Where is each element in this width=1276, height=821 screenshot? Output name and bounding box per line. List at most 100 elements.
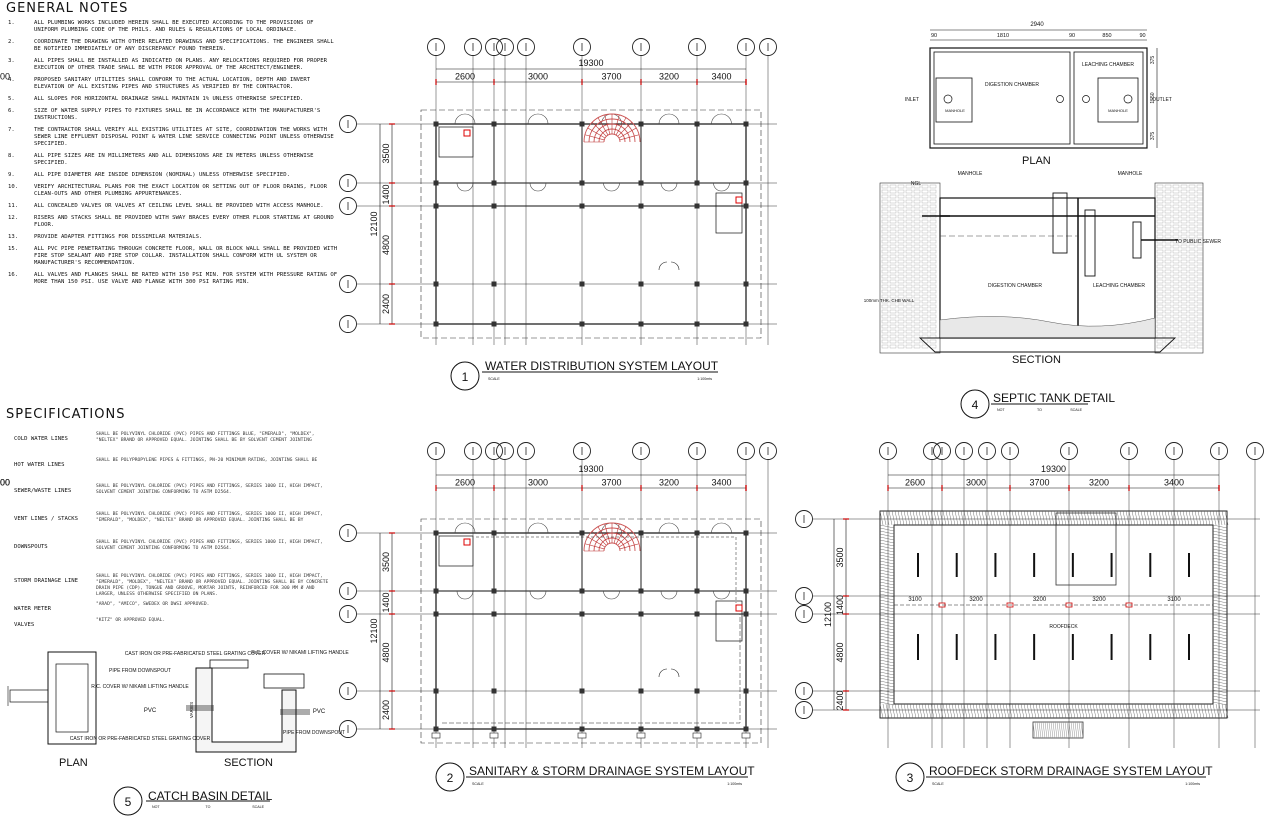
- septic-side-dim: 375: [1150, 132, 1156, 141]
- grating-cover: [209, 659, 249, 669]
- soil-hatch: [1156, 319, 1164, 324]
- column-grid-bubble: [517, 38, 535, 56]
- row-grid-bubble: [339, 275, 357, 293]
- hatch-line: [1046, 721, 1050, 739]
- hatch-line: [1005, 510, 1010, 526]
- soil-hatch: [1164, 244, 1172, 249]
- leaching-section-label: LEACHING CHAMBER: [1093, 283, 1145, 289]
- hatch-line: [1212, 563, 1228, 568]
- column-grid-bubble: [573, 442, 591, 460]
- hatch-line: [1212, 677, 1228, 682]
- hatch-line: [1002, 703, 1007, 719]
- soil-hatch: [905, 204, 913, 209]
- soil-hatch: [905, 269, 913, 274]
- hatch-line: [879, 611, 895, 616]
- hatch-line: [1029, 510, 1034, 526]
- pipe-from-label: PIPE FROM DOWNSPOUT: [109, 668, 171, 674]
- soil-hatch: [929, 194, 937, 199]
- column-grid-bubble: [573, 38, 591, 56]
- hatch-line: [879, 623, 895, 628]
- hatch-line: [972, 510, 977, 526]
- drawing-number: 4: [972, 398, 979, 412]
- general-note-item: 8.ALL PIPE SIZES ARE IN MILLIMETERS AND …: [8, 153, 338, 167]
- column: [638, 611, 644, 617]
- hatch-line: [879, 692, 895, 697]
- hatch-line: [1011, 510, 1016, 526]
- soil-hatch: [1188, 234, 1196, 239]
- row-grid-bubble: [795, 587, 813, 605]
- hatch-line: [1212, 680, 1228, 685]
- hatch-line: [879, 548, 895, 553]
- bay-dim: 2600: [905, 478, 925, 488]
- soil-hatch: [1196, 219, 1204, 224]
- soil-hatch: [897, 239, 905, 244]
- general-notes-title: GENERAL NOTES: [6, 1, 129, 16]
- hatch-line: [903, 510, 908, 526]
- hatch-line: [1023, 510, 1028, 526]
- soil-hatch: [905, 284, 913, 289]
- hatch-line: [1062, 721, 1066, 739]
- door-swing: [529, 182, 547, 192]
- hatch-line: [1128, 703, 1133, 719]
- soil-hatch: [889, 274, 897, 279]
- soil-hatch: [889, 214, 897, 219]
- hatch-line: [1080, 703, 1085, 719]
- hatch-line: [1203, 703, 1208, 719]
- soil-hatch: [1180, 244, 1188, 249]
- column: [638, 203, 644, 209]
- hatch-line: [1194, 703, 1199, 719]
- hatch-line: [1034, 721, 1038, 739]
- hatch-line: [1212, 575, 1228, 580]
- pvc-label-2: PVC: [313, 709, 326, 715]
- hatch-line: [1104, 703, 1109, 719]
- bay-dim: 2600: [455, 72, 475, 82]
- hatch-line: [1197, 510, 1202, 526]
- soil-hatch: [1156, 344, 1164, 349]
- soil-hatch: [1156, 274, 1164, 279]
- soil-hatch: [1172, 269, 1180, 274]
- column-grid-bubble: [759, 38, 777, 56]
- hatch-line: [879, 551, 895, 556]
- hatch-line: [1212, 653, 1228, 658]
- hatch-line: [1131, 703, 1136, 719]
- soil-hatch: [1180, 279, 1188, 284]
- soil-hatch: [1164, 254, 1172, 259]
- soil-hatch: [897, 319, 905, 324]
- soil-hatch: [1188, 334, 1196, 339]
- spec-key: DOWNSPOUTS: [14, 544, 48, 550]
- soil-hatch: [921, 274, 929, 279]
- column-grid-bubble: [923, 442, 941, 460]
- hatch-line: [1203, 510, 1208, 526]
- soil-hatch: [1196, 329, 1204, 334]
- scale-right: 1:100mts: [697, 377, 712, 381]
- hatch-line: [897, 510, 902, 526]
- soil-hatch: [921, 199, 929, 204]
- note-text: ALL SLOPES FOR HORIZONTAL DRAINAGE SHALL…: [34, 96, 304, 102]
- hatch-line: [1164, 703, 1169, 719]
- hatch-line: [954, 703, 959, 719]
- soil-hatch: [897, 339, 905, 344]
- hatch-line: [1058, 721, 1062, 739]
- hatch-line: [939, 703, 944, 719]
- hatch-line: [1070, 721, 1074, 739]
- soil-hatch: [889, 309, 897, 314]
- note-number: 5.: [8, 96, 15, 102]
- soil-hatch: [1156, 249, 1164, 254]
- soil-hatch: [1156, 234, 1164, 239]
- column: [743, 726, 749, 732]
- soil-hatch: [913, 224, 921, 229]
- hatch-line: [1064, 721, 1068, 739]
- note-number: 9.: [8, 172, 15, 178]
- digestion-section-label: DIGESTION CHAMBER: [988, 283, 1042, 289]
- soil-hatch: [913, 289, 921, 294]
- hatch-line: [918, 510, 923, 526]
- soil-hatch: [889, 339, 897, 344]
- soil-hatch: [921, 259, 929, 264]
- inlet-label: INLET: [905, 97, 919, 103]
- soil-hatch: [881, 224, 889, 229]
- column: [638, 588, 644, 594]
- hatch-line: [1155, 510, 1160, 526]
- hatch-line: [888, 510, 893, 526]
- stair-tread: [591, 121, 607, 137]
- stair-tread: [618, 536, 637, 548]
